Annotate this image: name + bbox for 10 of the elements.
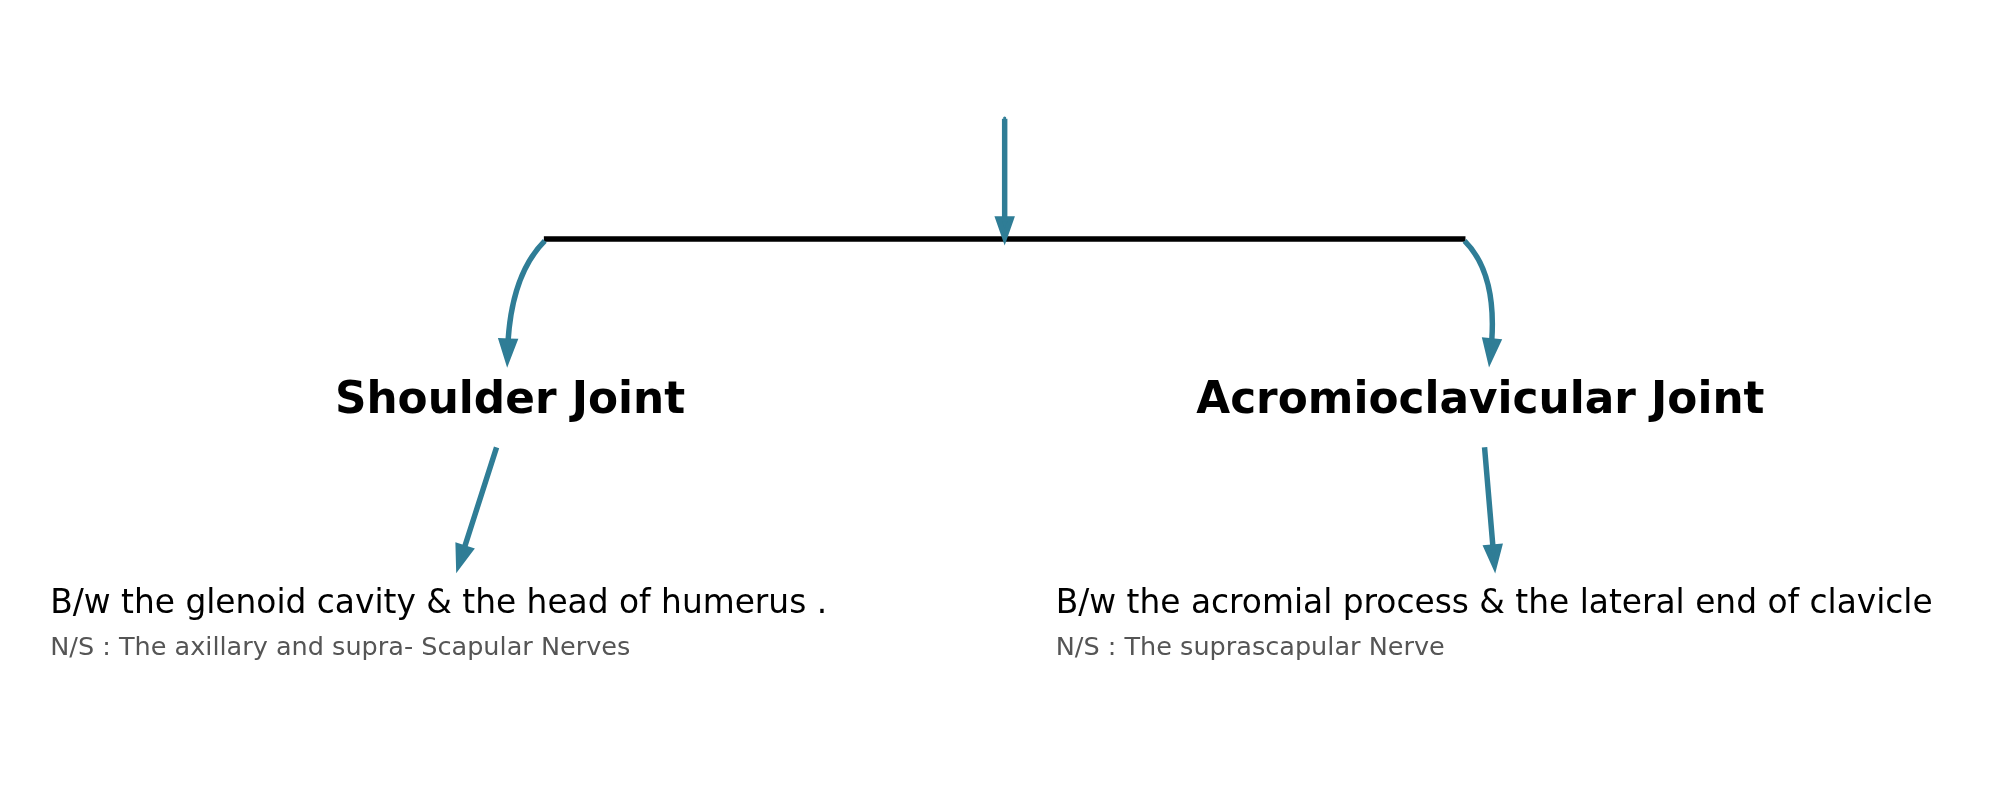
arrow [1462,239,1503,368]
node-bar [543,236,1466,242]
node-text: Shoulder Joint [334,371,686,423]
arrow [994,118,1015,246]
node-text: B/w the acromial process & the lateral end of clavicle N/S : The suprascapular Nerve [1055,582,1933,661]
node-text: Acromioclavicular Joint [1196,371,1765,423]
arrow [455,446,500,574]
arrow [497,239,547,368]
arrow [1481,447,1503,574]
node-text: B/w the glenoid cavity & the head of humerus . N/S : The axillary and supra- Scapular Nerves [50,582,828,661]
